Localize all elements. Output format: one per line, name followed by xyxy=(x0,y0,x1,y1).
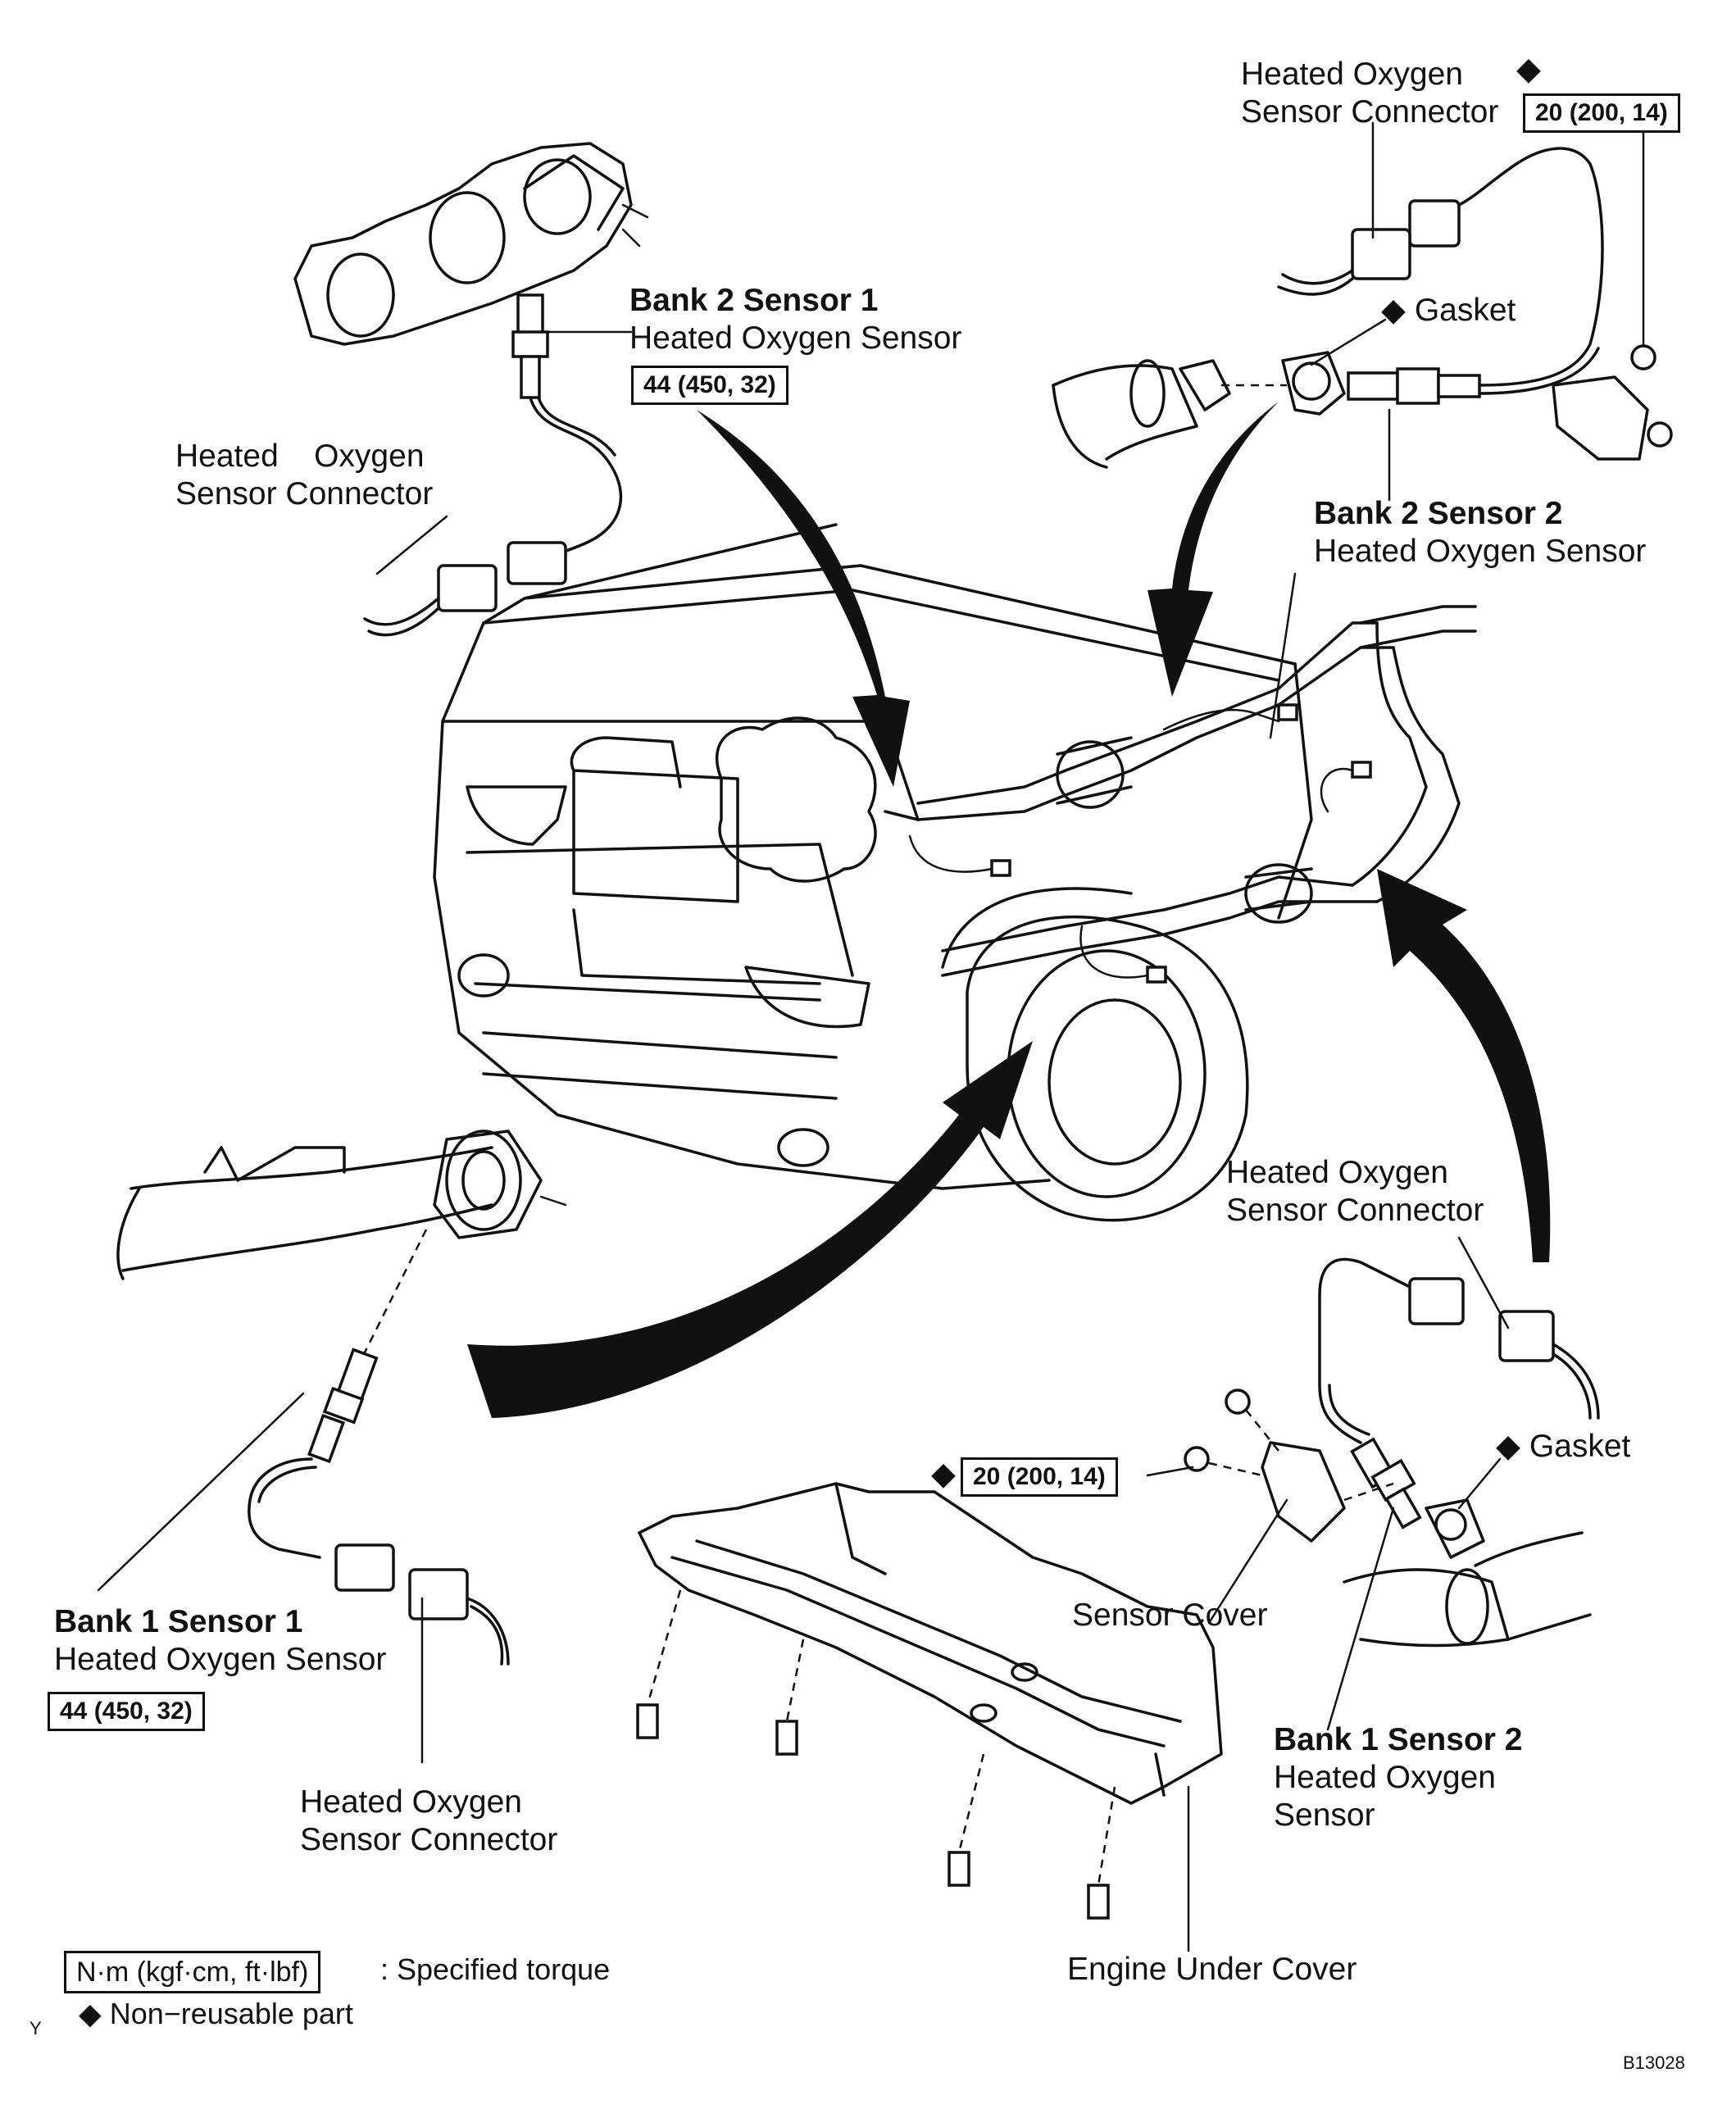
bank1-sensor2-connector-label: Heated Oxygen Sensor Connector xyxy=(1226,1154,1484,1229)
bank1-sensor2-title: Bank 1 Sensor 2 xyxy=(1274,1722,1523,1757)
bank1-sensor1-connector xyxy=(334,1543,510,1666)
legend-y-mark: Y xyxy=(30,2018,42,2039)
vehicle-front-wheel xyxy=(941,887,1249,1222)
vehicle-exhaust-system xyxy=(916,605,1477,977)
bank1-sensor2-cover xyxy=(1184,1389,1394,1543)
bank2-sensor1-title: Bank 2 Sensor 1 xyxy=(629,283,879,318)
bank1-sensor1-name: Heated Oxygen Sensor xyxy=(54,1642,387,1677)
bank1-sensor1-connector-label: Heated Oxygen Sensor Connector xyxy=(300,1784,557,1859)
bank1-sensor1-connector-line2: Sensor Connector xyxy=(300,1822,558,1857)
bank2-sensor1-torque: 44 (450, 32) xyxy=(631,366,788,405)
legend-nonreusable: ◆ Non−reusable part xyxy=(79,1995,353,2034)
bank1-sensor1-label: Bank 1 Sensor 1 Heated Oxygen Sensor xyxy=(54,1603,386,1679)
arrow-bank1-sensor1 xyxy=(467,1041,1033,1418)
gasket-top-text: Gasket xyxy=(1414,293,1516,328)
bank2-sensor1-connector-label: Heated Oxygen Sensor Connector xyxy=(175,438,433,513)
bank2-sensor1-sensor xyxy=(511,293,623,559)
leader-lines xyxy=(97,121,1645,1952)
legend-nonreusable-text: Non−reusable part xyxy=(109,1997,353,2030)
bank1-sensor2-connector-line2: Sensor Connector xyxy=(1226,1193,1484,1228)
vehicle-sensor-details xyxy=(908,703,1372,984)
bank1-sensor1-connector-line1: Heated Oxygen xyxy=(300,1784,523,1820)
engine-under-cover xyxy=(638,1482,1223,1805)
bank1-sensor2-label: Bank 1 Sensor 2 Heated Oxygen Sensor xyxy=(1274,1721,1522,1834)
sensor-cover-diamond-icon: ◆ xyxy=(931,1456,956,1493)
sensor-cover-label: Sensor Cover xyxy=(1072,1598,1268,1633)
figure-code: B13028 xyxy=(1623,2052,1685,2073)
bank2-sensor1-connector-line2: Sensor Connector xyxy=(175,476,434,511)
bank2-sensor2-title: Bank 2 Sensor 2 xyxy=(1314,496,1563,531)
bank2-sensor2-cover xyxy=(1221,344,1673,461)
bank1-sensor2-exhaust xyxy=(1343,1498,1592,1648)
vehicle-body xyxy=(433,523,1313,1190)
bank2-sensor2-exhaust xyxy=(1052,351,1346,469)
bank1-sensor2-line2: Sensor xyxy=(1274,1798,1375,1833)
gasket-bottom-label: ◆ Gasket xyxy=(1496,1428,1630,1466)
bank2-sensor2-connector-line2: Sensor Connector xyxy=(1241,94,1499,130)
bank2-sensor2-sensor xyxy=(1277,147,1604,405)
bank2-sensor2-cover-torque: 20 (200, 14) xyxy=(1523,93,1680,133)
gasket-bottom-text: Gasket xyxy=(1529,1429,1631,1464)
bank1-sensor2-sensor xyxy=(1318,1257,1600,1529)
bank1-exhaust-pipe xyxy=(116,1129,567,1280)
vehicle-engine xyxy=(570,716,920,883)
sensor-cover-torque: 20 (200, 14) xyxy=(961,1457,1118,1497)
bank1-sensor2-line1: Heated Oxygen xyxy=(1274,1760,1497,1795)
arrow-bank2-sensor2 xyxy=(1147,402,1279,697)
bank2-sensor1-label: Bank 2 Sensor 1 Heated Oxygen Sensor xyxy=(629,282,961,357)
legend-torque-box: N·m (kgf·cm, ft·lbf) xyxy=(64,1951,321,1993)
bank2-sensor2-label: Bank 2 Sensor 2 Heated Oxygen Sensor xyxy=(1314,495,1646,570)
bank1-sensor2-connector-line1: Heated Oxygen xyxy=(1226,1155,1449,1190)
gasket-top-label: ◆ Gasket xyxy=(1381,292,1516,330)
legend-diamond-icon: ◆ xyxy=(79,1998,102,2031)
bank1-sensor1-torque: 44 (450, 32) xyxy=(48,1692,205,1731)
arrow-bank2-sensor1 xyxy=(697,410,910,787)
gasket-bottom-diamond-icon: ◆ xyxy=(1496,1428,1520,1465)
bank1-sensor1-sensor xyxy=(248,1229,428,1559)
bank2-sensor2-name: Heated Oxygen Sensor xyxy=(1314,534,1647,569)
engine-under-cover-label: Engine Under Cover xyxy=(1067,1952,1357,1987)
bank2-sensor2-connector-label: Heated Oxygen Sensor Connector xyxy=(1241,56,1498,131)
bank2-sensor1-connector-line1: Heated Oxygen xyxy=(175,439,425,474)
under-cover-bolts xyxy=(636,1589,1116,1920)
bank2-exhaust-manifold xyxy=(293,142,649,346)
bank1-sensor1-title: Bank 1 Sensor 1 xyxy=(54,1604,303,1639)
bank2-sensor2-connector-line1: Heated Oxygen xyxy=(1241,57,1464,92)
gasket-top-diamond-icon: ◆ xyxy=(1381,292,1406,329)
bank2-sensor1-connector xyxy=(363,541,567,637)
nonreusable-diamond-icon: ◆ xyxy=(1516,51,1541,88)
legend-torque-desc: : Specified torque xyxy=(380,1952,611,1986)
bank2-sensor1-name: Heated Oxygen Sensor xyxy=(629,320,962,356)
arrow-bank1-sensor2 xyxy=(1377,869,1551,1262)
